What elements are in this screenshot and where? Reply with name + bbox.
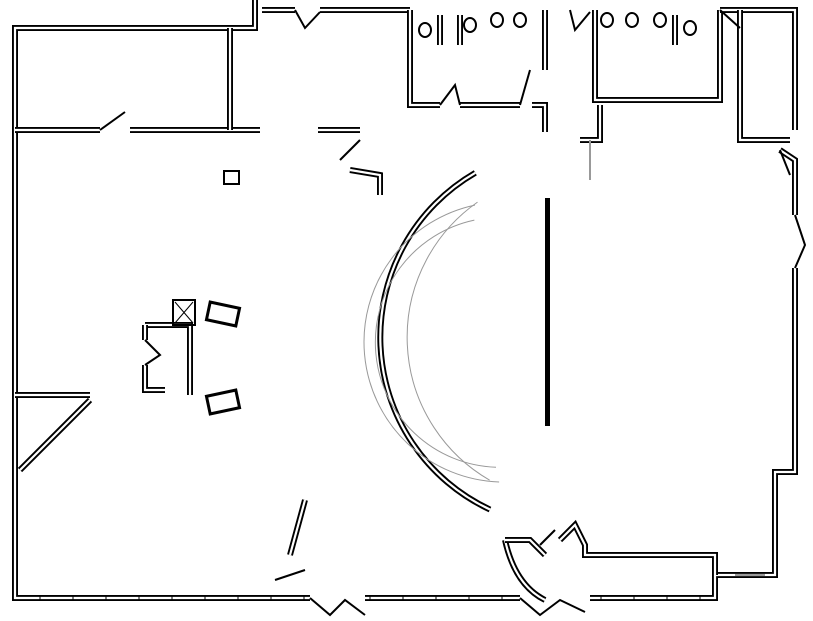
restroom-east-block bbox=[592, 10, 723, 103]
restroom-east-block-core bbox=[593, 10, 722, 102]
outer-wall-southeast-core bbox=[590, 268, 797, 600]
corridor-jamb bbox=[580, 105, 603, 143]
walls bbox=[12, 0, 798, 603]
desk-block-b bbox=[204, 388, 242, 416]
closet-northeast bbox=[737, 10, 790, 143]
shaft-cross bbox=[174, 301, 194, 324]
outer-wall-northeast bbox=[740, 7, 798, 130]
curved-wall-inner-line bbox=[406, 201, 490, 481]
outer-wall-west-core bbox=[13, 0, 310, 600]
toilet-icon bbox=[490, 12, 504, 28]
toilet-icon bbox=[625, 12, 639, 28]
outer-wall-northeast-core bbox=[740, 8, 797, 130]
toilet-icon bbox=[513, 12, 527, 28]
diagonal-wall-core bbox=[19, 399, 91, 471]
door-swing bbox=[99, 111, 126, 131]
toilet-icon bbox=[683, 20, 697, 36]
door-swing bbox=[294, 9, 321, 30]
outer-wall-southeast bbox=[590, 268, 798, 601]
outer-wall-west bbox=[12, 0, 310, 601]
freestanding-partition bbox=[545, 198, 550, 426]
arc-inner-line bbox=[374, 219, 497, 468]
kiosk-right-core bbox=[559, 523, 717, 575]
door-swing bbox=[794, 214, 807, 269]
shaft-box bbox=[172, 299, 196, 326]
kiosk-top-core bbox=[505, 538, 546, 556]
jamb-b-core bbox=[143, 365, 165, 392]
door-swing bbox=[439, 82, 461, 106]
door-swing bbox=[274, 569, 306, 581]
kiosk-right bbox=[557, 519, 718, 575]
door-swing bbox=[539, 529, 556, 546]
door-swing bbox=[719, 9, 741, 29]
door-swing bbox=[339, 139, 361, 161]
desk-block-a bbox=[204, 300, 242, 328]
fixtures bbox=[172, 12, 697, 483]
restroom-west bbox=[407, 10, 440, 108]
curved-wall-end-south-core bbox=[288, 499, 307, 556]
door-swing bbox=[779, 149, 791, 176]
outer-wall-east-upper-core bbox=[779, 149, 797, 215]
curved-wall-core bbox=[379, 171, 491, 511]
kiosk-curve-core bbox=[503, 539, 546, 601]
toilet-icon bbox=[600, 12, 614, 28]
curved-wall bbox=[377, 170, 492, 513]
door-swing bbox=[309, 597, 366, 617]
restroom-south-b bbox=[532, 102, 548, 132]
jamb-b bbox=[142, 365, 165, 393]
doors bbox=[99, 9, 807, 617]
curved-wall-end-north-core bbox=[349, 168, 382, 195]
toilet-icon bbox=[653, 12, 667, 28]
restroom-west-core bbox=[408, 10, 440, 107]
door-swing bbox=[519, 69, 531, 106]
door-swing bbox=[569, 9, 591, 33]
closet-northeast-core bbox=[738, 10, 790, 142]
door-swing bbox=[519, 597, 586, 617]
toilet-icon bbox=[463, 17, 477, 33]
door-swing bbox=[144, 339, 162, 366]
arc-outer-line bbox=[363, 204, 500, 483]
column-box bbox=[223, 170, 240, 185]
corridor-jamb-core bbox=[580, 105, 602, 142]
restroom-south-b-core bbox=[532, 103, 547, 132]
toilet-icon bbox=[418, 22, 432, 38]
